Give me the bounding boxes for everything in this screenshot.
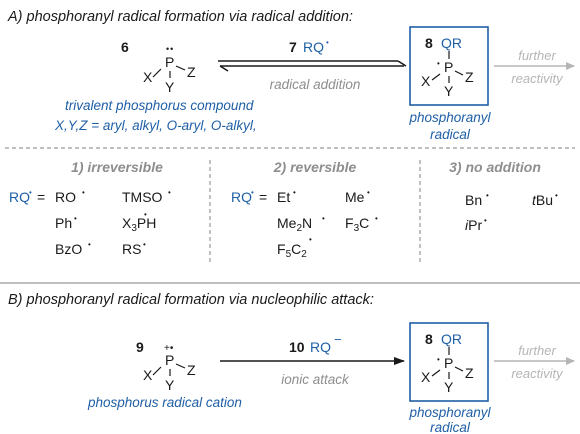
substituent-x-6: X <box>143 69 153 85</box>
product-8-structure: 8 QR • P X Z Y <box>421 35 474 99</box>
caption-phosphorus-radical-cation: phosphorus radical cation <box>87 395 242 410</box>
svg-text:•: • <box>88 240 91 249</box>
caption-phosphoranyl-b: phosphoranyl <box>408 405 491 420</box>
arrow-label-ionic-attack: ionic attack <box>281 372 350 387</box>
svg-text:QR: QR <box>441 331 462 347</box>
svg-text:P: P <box>444 355 453 371</box>
radical-ro: RO <box>55 189 76 205</box>
prefix-rq-irreversible: RQ <box>9 189 30 205</box>
phosphorus-atom-9: P <box>165 352 174 368</box>
radical-bn: Bn <box>465 192 482 208</box>
bond-p-z <box>175 65 186 71</box>
radical-f5c2: F5C2 <box>277 241 307 260</box>
svg-text:•: • <box>144 210 147 219</box>
svg-text:•: • <box>367 188 370 197</box>
radical-rs: RS <box>122 241 141 257</box>
svg-text:•: • <box>251 188 254 197</box>
caption-phosphoranyl: phosphoranyl <box>408 110 491 125</box>
svg-text:=: = <box>259 189 267 205</box>
radical-me2n: Me2N <box>277 215 312 234</box>
product-8-box-b <box>409 322 489 402</box>
substituent-z-8: Z <box>465 69 474 85</box>
reagent-rq-7: RQ <box>303 39 324 55</box>
further-label: further <box>518 48 556 63</box>
reagent-rq-10: RQ <box>310 339 331 355</box>
substituent-y-6: Y <box>165 79 175 95</box>
phosphorus-atom-6: P <box>165 54 174 70</box>
caption-radical: radical <box>430 127 471 142</box>
reactivity-label-b: reactivity <box>511 366 564 381</box>
svg-text:X: X <box>421 369 431 385</box>
category-no-addition: 3) no addition Bn • tBu • iPr • <box>449 159 558 233</box>
category-irreversible: 1) irreversible RQ • = RO • TMSO • Ph • … <box>9 159 171 257</box>
radical-x3ph: X3PH <box>122 215 156 234</box>
svg-text:•: • <box>375 214 378 223</box>
radical-ph: Ph <box>55 215 72 231</box>
compound-number-6: 6 <box>121 39 129 55</box>
svg-text:•: • <box>437 355 440 364</box>
arrow-label-radical-addition: radical addition <box>270 77 361 92</box>
substituent-z-9: Z <box>187 362 196 378</box>
prefix-rq-reversible: RQ <box>231 189 252 205</box>
svg-text:•: • <box>486 191 489 200</box>
radical-cation-mark: +• <box>164 343 174 354</box>
category-reversible: 2) reversible RQ • = Et • Me • Me2N • F3… <box>231 159 378 260</box>
svg-text:=: = <box>37 189 45 205</box>
reactivity-label: reactivity <box>511 71 564 86</box>
reagent-number-10: 10 <box>289 339 305 355</box>
product-number-8: 8 <box>425 35 433 51</box>
reagent-number-7: 7 <box>289 39 297 55</box>
substituent-y-8: Y <box>444 83 454 99</box>
svg-text:•: • <box>82 188 85 197</box>
reagent-charge-10: − <box>334 332 342 347</box>
product-8-structure-b: 8 QR • P X Z Y <box>421 331 474 395</box>
svg-text:•: • <box>168 188 171 197</box>
svg-text:•: • <box>322 214 325 223</box>
equilibrium-arrow <box>218 60 407 72</box>
lone-pair-dots: •• <box>166 44 174 54</box>
svg-text:•: • <box>293 188 296 197</box>
svg-text:•: • <box>143 240 146 249</box>
radical-et: Et <box>277 189 290 205</box>
caption-radical-b: radical <box>430 420 471 434</box>
radical-tbu: tBu <box>532 192 553 208</box>
further-label-b: further <box>518 343 556 358</box>
svg-text:Y: Y <box>444 379 454 395</box>
svg-text:•: • <box>555 191 558 200</box>
radical-ipr: iPr <box>465 217 482 233</box>
phosphorus-atom-8: P <box>444 59 453 75</box>
product-8-box <box>409 26 489 106</box>
category-title-reversible: 2) reversible <box>273 159 357 175</box>
section-b-title: B) phosphoranyl radical formation via nu… <box>8 292 374 308</box>
radical-me: Me <box>345 189 365 205</box>
product-radical-dot: • <box>437 59 440 68</box>
compound-number-9: 9 <box>136 339 144 355</box>
section-a-title: A) phosphoranyl radical formation via ra… <box>7 9 353 25</box>
svg-text:•: • <box>309 235 312 244</box>
svg-text:•: • <box>484 216 487 225</box>
radical-tmso: TMSO <box>122 189 163 205</box>
compound-6-structure: 6 •• P X Z Y <box>121 39 196 95</box>
svg-text:Z: Z <box>465 365 474 381</box>
category-title-no-addition: 3) no addition <box>449 159 541 175</box>
svg-text:•: • <box>29 188 32 197</box>
section-b: B) phosphoranyl radical formation via nu… <box>8 292 575 434</box>
caption-trivalent-phosphorus: trivalent phosphorus compound <box>65 98 254 113</box>
svg-text:•: • <box>74 214 77 223</box>
substituent-y-9: Y <box>165 377 175 393</box>
svg-text:8: 8 <box>425 331 433 347</box>
substituent-x-8: X <box>421 73 431 89</box>
radical-bzo: BzO <box>55 241 82 257</box>
substituent-x-9: X <box>143 367 153 383</box>
reagent-radical-dot-7: • <box>326 38 329 47</box>
section-a: A) phosphoranyl radical formation via ra… <box>7 9 575 142</box>
product-group-qr: QR <box>441 35 462 51</box>
caption-substituents: X,Y,Z = aryl, alkyl, O-aryl, O-alkyl, <box>54 118 257 133</box>
bond-p-x <box>152 68 162 78</box>
compound-9-structure: 9 +• P X Z Y <box>136 339 196 393</box>
category-title-irreversible: 1) irreversible <box>71 159 163 175</box>
radical-f3c: F3C <box>345 215 369 234</box>
substituent-z-6: Z <box>187 64 196 80</box>
